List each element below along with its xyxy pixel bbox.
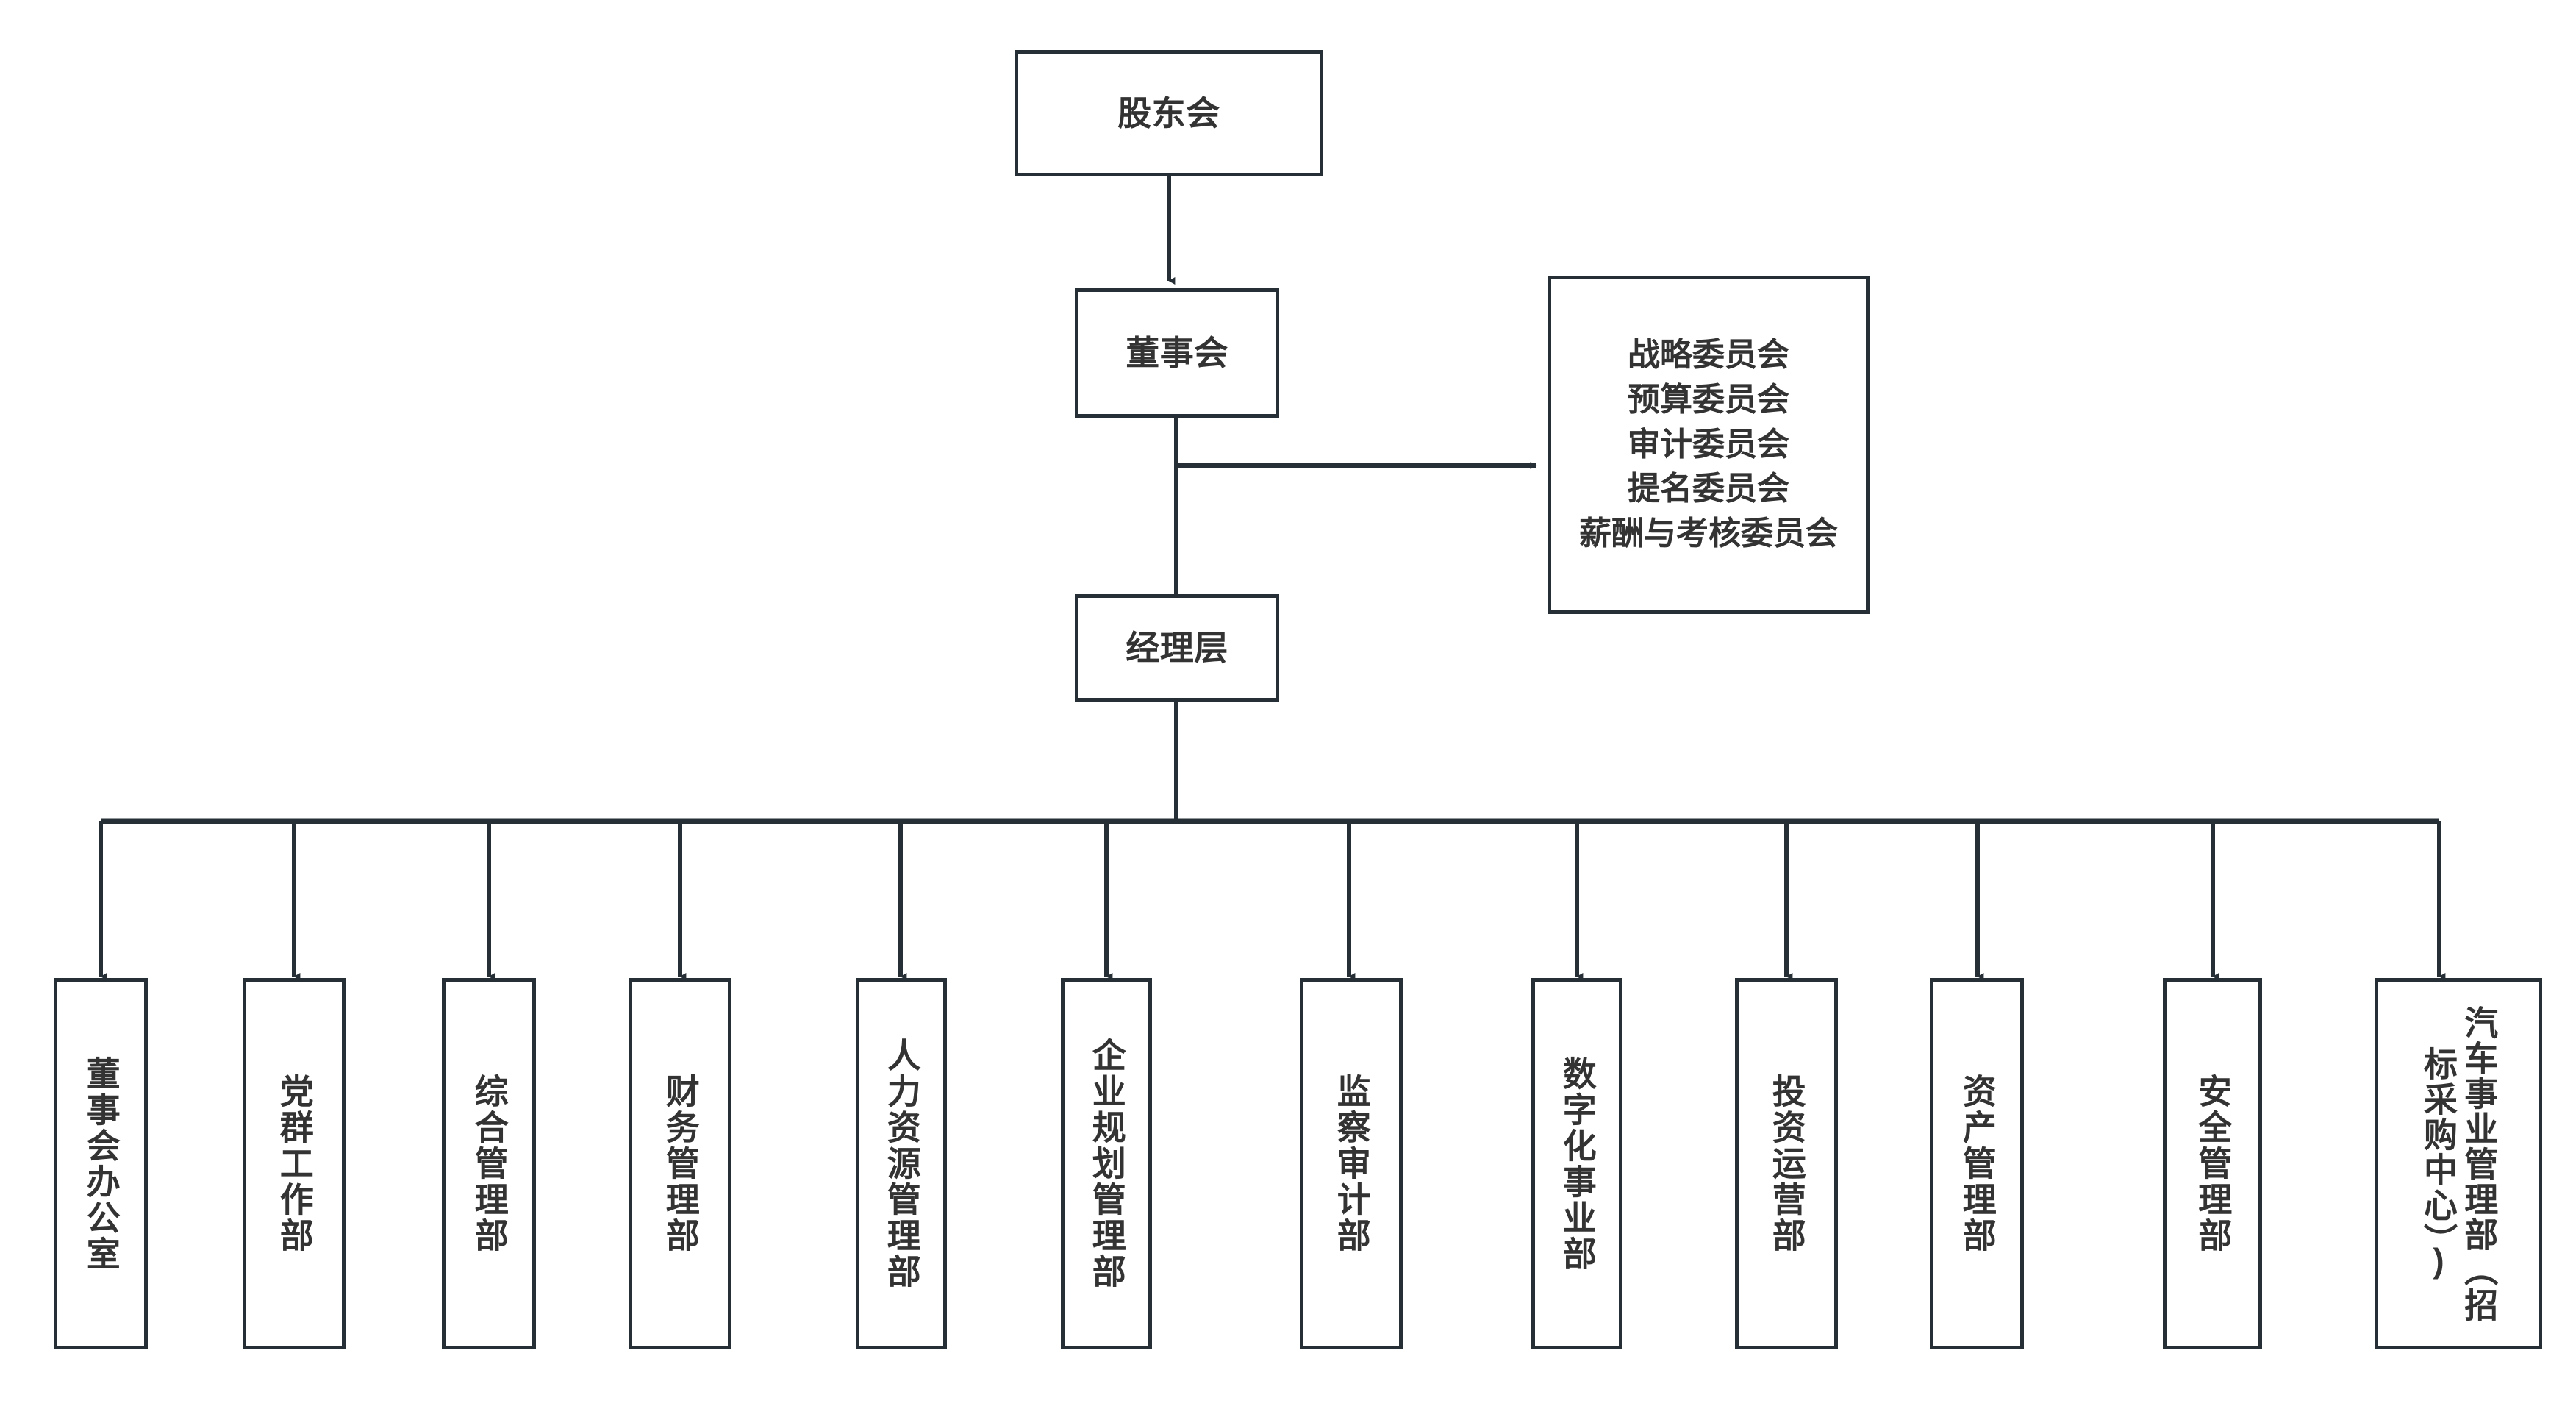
node-department-enterprise-planning[interactable]: 企业规划管理部: [1061, 978, 1152, 1349]
node-department-investment-operations[interactable]: 投资运营部: [1735, 978, 1838, 1349]
node-board-of-directors[interactable]: 董事会: [1075, 288, 1279, 418]
committee-item-nomination: 提名委员会: [1628, 471, 1789, 507]
node-department-digital-business-label: 数字化事业部: [1558, 1055, 1597, 1272]
node-department-finance-management-label: 财务管理部: [661, 1074, 700, 1254]
committee-item-strategy: 战略委员会: [1628, 337, 1789, 374]
committee-item-remuneration: 薪酬与考核委员会: [1579, 515, 1838, 552]
node-department-party-mass-work-label: 党群工作部: [275, 1074, 314, 1254]
committee-item-audit: 审计委员会: [1628, 426, 1789, 463]
committee-item-budget: 预算委员会: [1628, 381, 1789, 418]
node-department-safety-management-label: 安全管理部: [2194, 1074, 2233, 1254]
node-department-investment-operations-label: 投资运营部: [1767, 1074, 1806, 1254]
node-department-safety-management[interactable]: 安全管理部: [2163, 978, 2262, 1349]
node-department-board-office-label: 董事会办公室: [82, 1055, 121, 1272]
node-department-board-office[interactable]: 董事会办公室: [54, 978, 148, 1349]
node-department-enterprise-planning-label: 企业规划管理部: [1087, 1038, 1126, 1290]
node-department-human-resources-label: 人力资源管理部: [882, 1038, 921, 1290]
node-management-layer-label: 经理层: [1126, 628, 1228, 667]
node-department-automotive-business-label: 汽车事业管理部（招标采购中心）): [2419, 1004, 2499, 1323]
node-department-finance-management[interactable]: 财务管理部: [629, 978, 731, 1349]
node-department-digital-business[interactable]: 数字化事业部: [1531, 978, 1622, 1349]
node-shareholders-meeting-label: 股东会: [1117, 93, 1220, 132]
committee-list: 战略委员会 预算委员会 审计委员会 提名委员会 薪酬与考核委员会: [1579, 333, 1838, 557]
node-department-supervision-audit[interactable]: 监察审计部: [1300, 978, 1403, 1349]
node-department-automotive-business[interactable]: 汽车事业管理部（招标采购中心）): [2375, 978, 2542, 1349]
node-department-general-management[interactable]: 综合管理部: [442, 978, 536, 1349]
node-management-layer[interactable]: 经理层: [1075, 594, 1279, 702]
node-department-general-management-label: 综合管理部: [470, 1074, 509, 1254]
node-department-supervision-audit-label: 监察审计部: [1332, 1074, 1371, 1254]
node-department-asset-management[interactable]: 资产管理部: [1930, 978, 2024, 1349]
node-department-asset-management-label: 资产管理部: [1958, 1074, 1997, 1254]
node-board-of-directors-label: 董事会: [1126, 333, 1228, 372]
node-shareholders-meeting[interactable]: 股东会: [1015, 50, 1323, 176]
node-board-committees[interactable]: 战略委员会 预算委员会 审计委员会 提名委员会 薪酬与考核委员会: [1548, 276, 1870, 614]
node-department-human-resources[interactable]: 人力资源管理部: [856, 978, 947, 1349]
node-department-party-mass-work[interactable]: 党群工作部: [243, 978, 346, 1349]
